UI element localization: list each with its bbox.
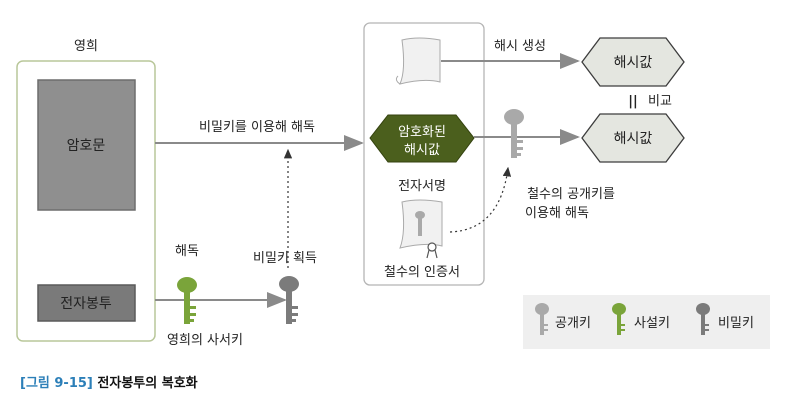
figure-caption: [그림 9-15] 전자봉투의 복호화 [20,372,198,391]
ciphertext-box [37,79,136,211]
legend-secret-key-icon [696,303,710,335]
digital-signature-label: 전자서명 [398,179,446,194]
certificate-label: 철수의 인증서 [384,265,460,280]
legend-public-key-icon [535,303,549,335]
legend-private-key-label: 사설키 [634,316,670,331]
decrypt-label: 해독 [175,244,199,259]
figure-number: [그림 9-15] [20,376,93,391]
legend-private-key-icon [612,303,626,335]
certificate-icon [399,199,443,259]
public-key-icon [504,109,524,158]
decrypt-with-secret-key-label: 비밀키를 이용해 해독 [199,120,315,135]
hash-value-bottom-label: 해시값 [614,131,653,147]
decrypt-with-public-line1: 철수의 공개키를 [527,187,615,202]
ciphertext-label: 암호문 [67,138,106,154]
envelope-box [37,284,136,322]
encrypted-hash-line1: 암호화된 [398,125,446,140]
obtain-secret-key-label: 비밀키 획득 [253,251,317,266]
compare-label: 비교 [648,94,672,109]
legend-public-key-label: 공개키 [555,316,591,331]
secret-key-icon [279,276,299,324]
decrypt-with-public-line2: 이용해 해독 [525,206,589,221]
younghee-label: 영희 [74,39,98,54]
encrypted-hash-line2: 해시값 [404,143,440,158]
public-key-dotted-arrow [449,166,512,233]
envelope-label: 전자봉투 [60,296,112,312]
compare-mark: || [628,94,638,109]
private-key-icon [177,277,197,324]
document-scroll-icon [395,37,441,85]
hash-value-top-label: 해시값 [614,55,653,71]
hash-value-bottom-hexagon [581,113,685,163]
younghee-private-key-label: 영희의 사서키 [167,333,243,348]
hash-value-top-hexagon [581,37,685,87]
legend-secret-key-label: 비밀키 [718,316,754,331]
figure-title: 전자봉투의 복호화 [97,376,198,391]
legend-box [523,295,770,349]
hash-generate-label: 해시 생성 [494,39,546,54]
